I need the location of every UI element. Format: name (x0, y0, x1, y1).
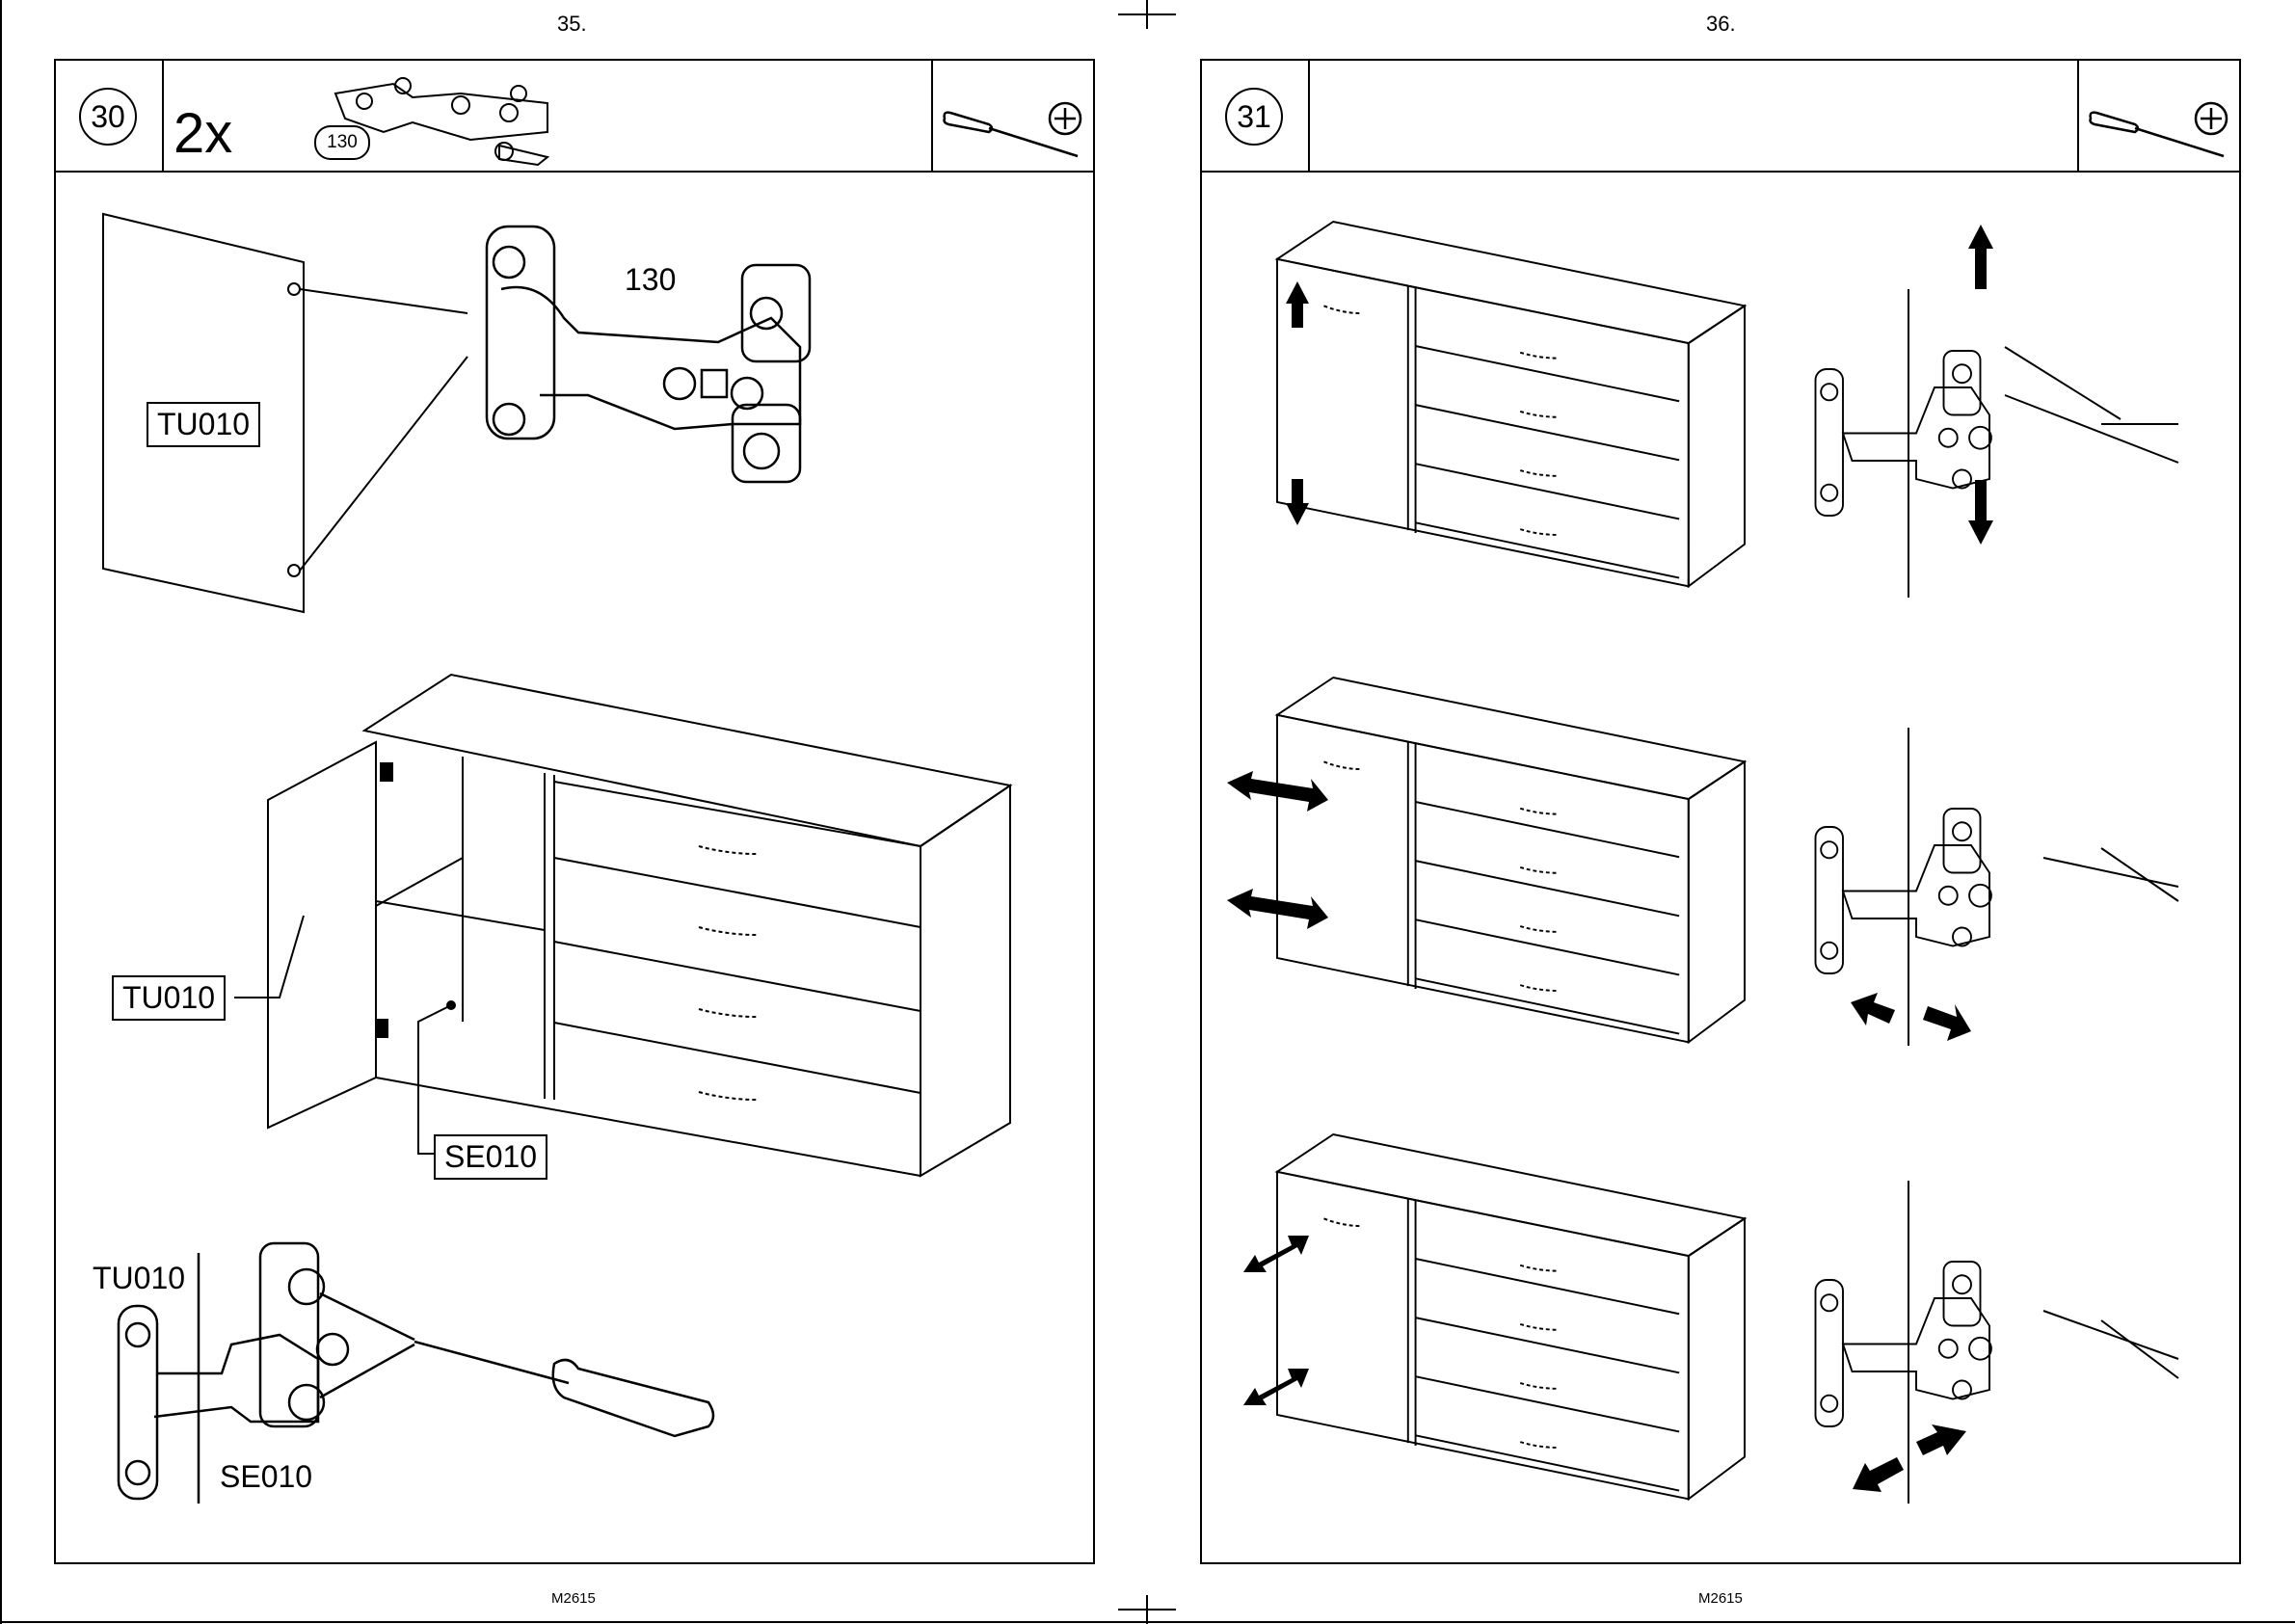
part-label-door: TU010 (147, 402, 260, 447)
part-label-side: SE010 (434, 1134, 547, 1180)
part-label-side: SE010 (220, 1459, 312, 1495)
part-label-door: TU010 (93, 1261, 185, 1296)
footer-code-right: M2615 (1698, 1590, 1743, 1607)
part-callout-130: 130 (625, 262, 676, 298)
part-label-door: TU010 (112, 975, 226, 1021)
footer-code-left: M2615 (551, 1590, 596, 1607)
